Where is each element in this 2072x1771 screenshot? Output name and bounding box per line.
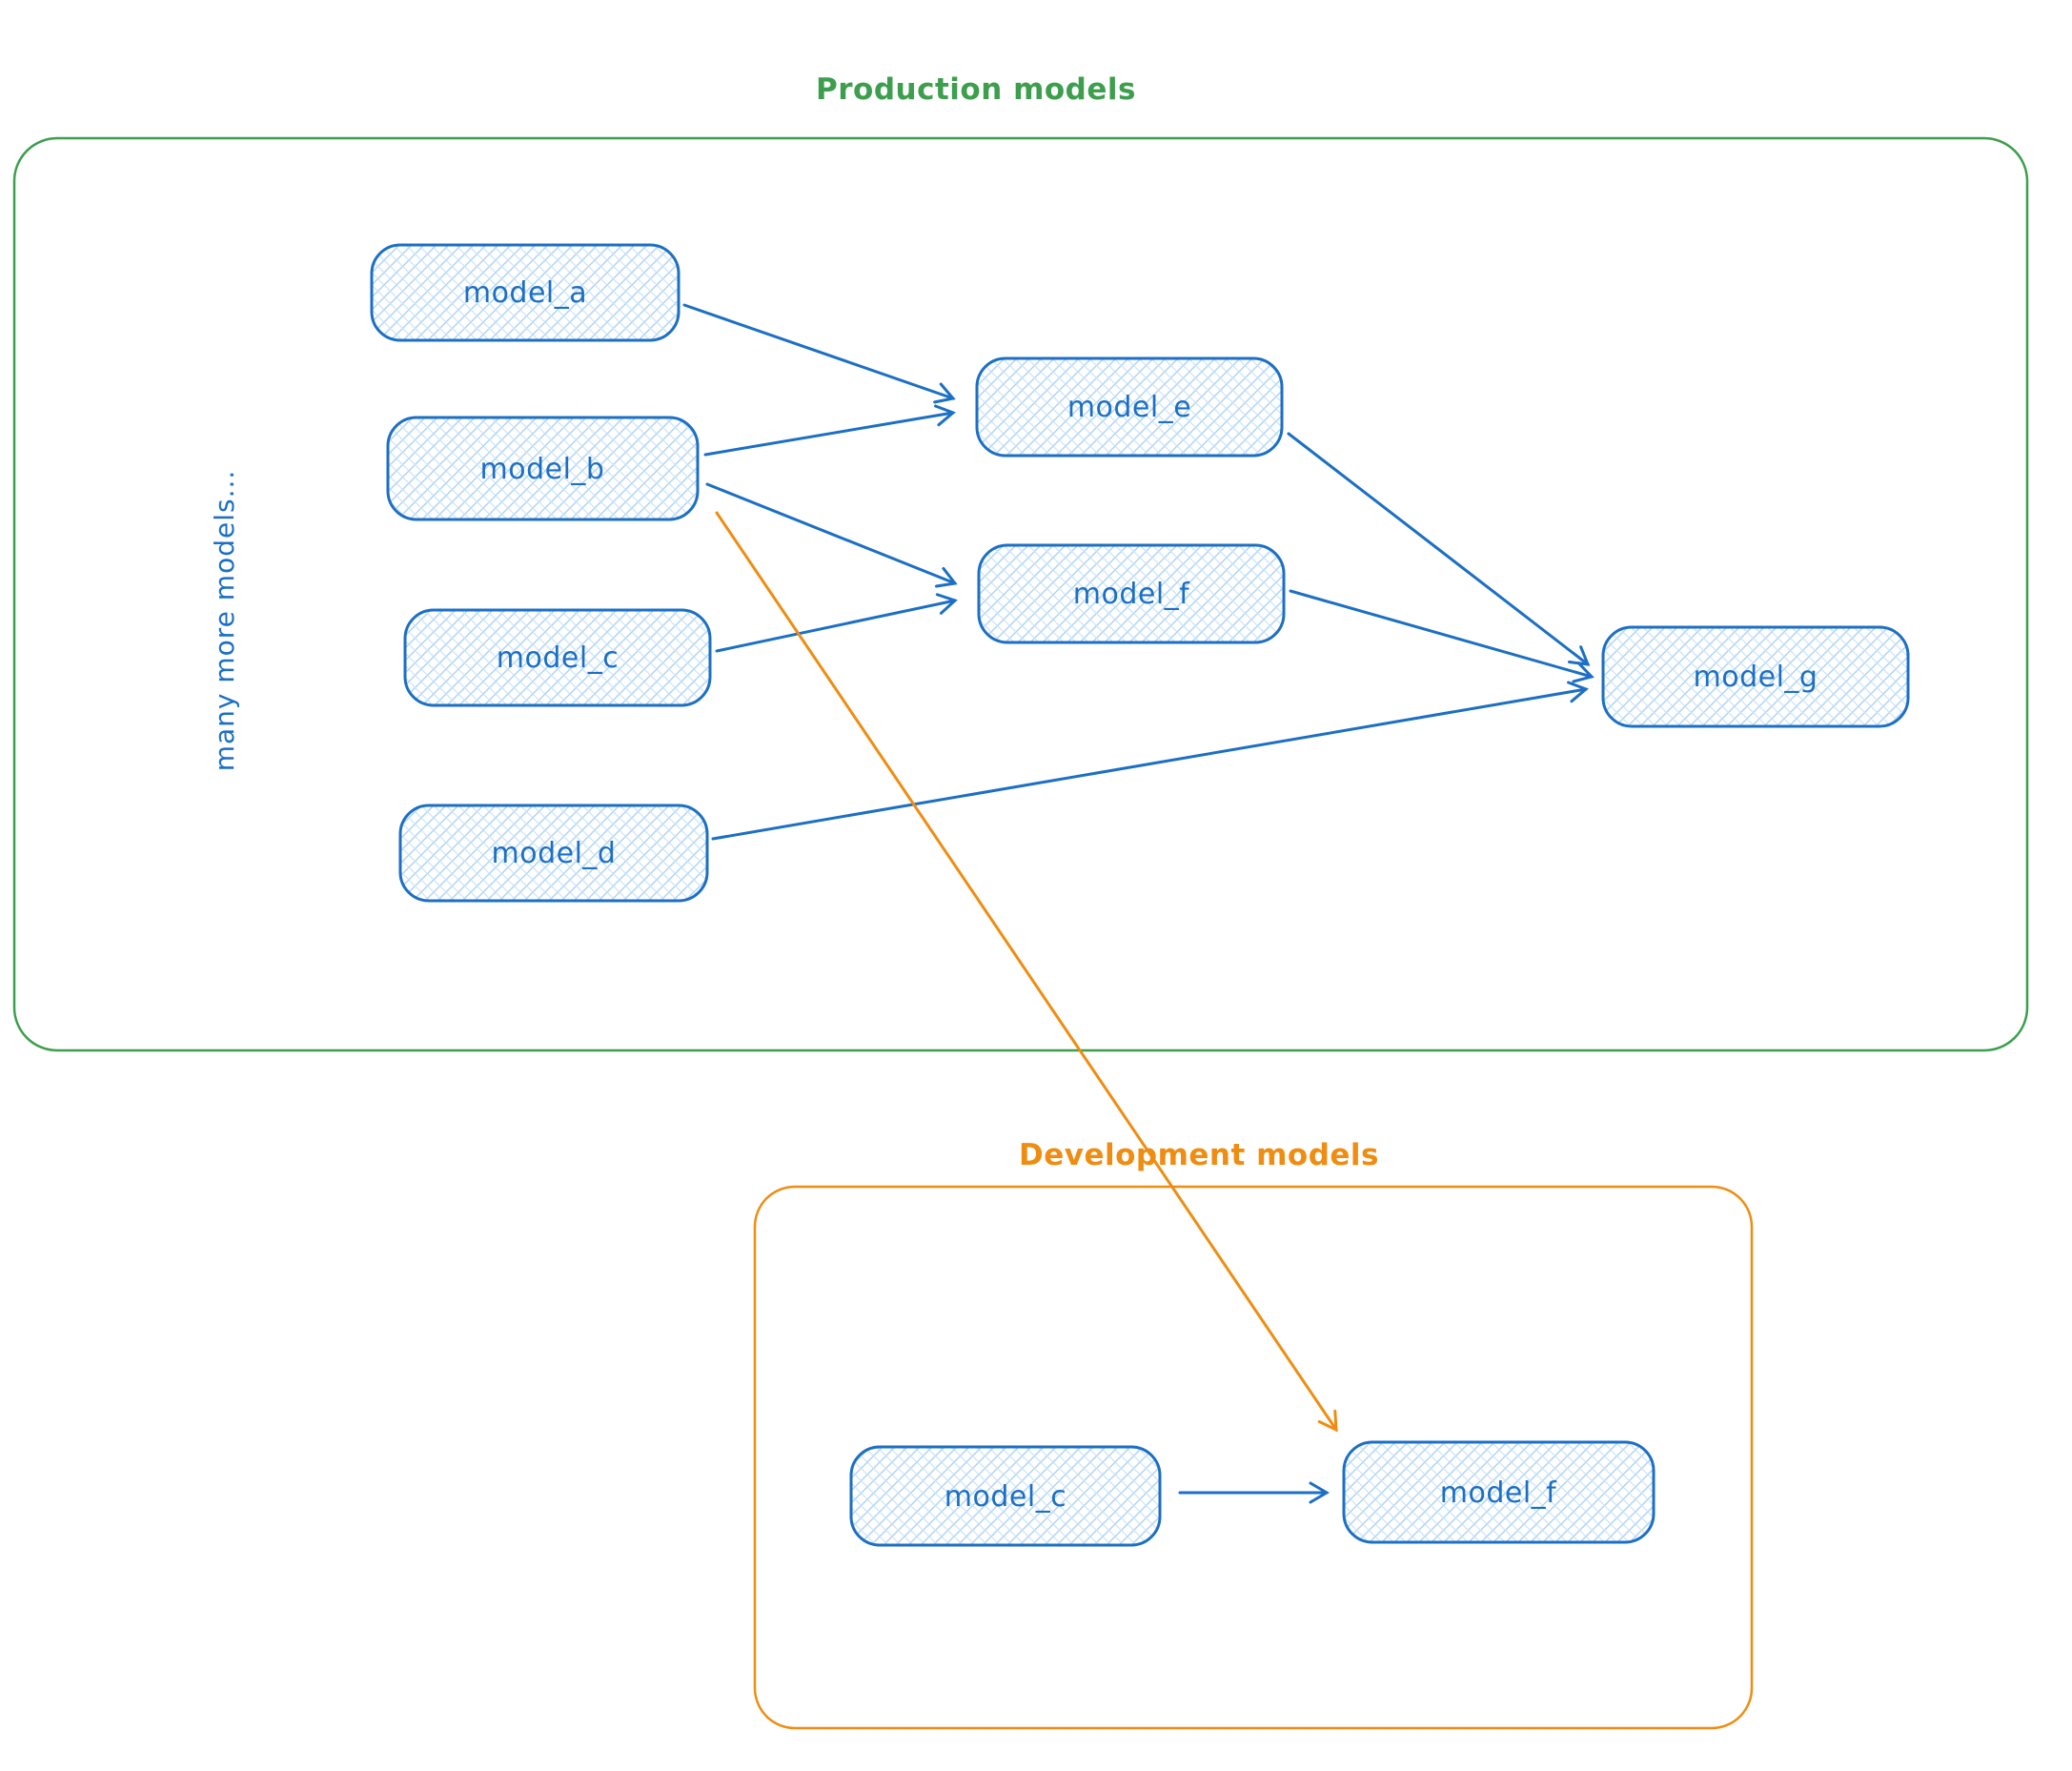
node-model-f-box <box>977 543 1286 644</box>
arrow-model-b-to-model-e <box>703 404 956 457</box>
node-model-b-label: model_b <box>480 453 605 486</box>
node-model-f-label: model_f <box>1073 578 1190 611</box>
arrow-model-c-to-model-f <box>715 593 958 653</box>
arrow-model-e-to-model-g <box>1287 432 1591 666</box>
development-title: Development models <box>1019 1138 1379 1172</box>
arrow-model-f-to-model-g <box>1289 589 1595 683</box>
arrow-model-b-to-model-f <box>705 482 958 588</box>
node-model-e-box <box>975 356 1284 458</box>
node-dev-model-f: model_f <box>1342 1440 1656 1544</box>
node-model-c-label: model_c <box>497 641 619 675</box>
development-container <box>753 1185 1754 1730</box>
node-model-g-label: model_g <box>1694 661 1818 694</box>
node-model-f: model_f <box>977 543 1286 644</box>
node-model-a: model_a <box>370 243 681 342</box>
node-dev-model-f-box <box>1342 1440 1656 1544</box>
node-model-d-box <box>398 804 709 903</box>
node-model-g: model_g <box>1601 625 1910 728</box>
arrow-model-a-to-model-e <box>682 303 956 404</box>
node-model-c-box <box>403 608 712 707</box>
node-model-a-label: model_a <box>463 276 587 310</box>
arrow-model-d-to-model-g <box>711 681 1589 841</box>
node-model-b: model_b <box>386 416 700 521</box>
node-model-e: model_e <box>975 356 1284 458</box>
node-dev-model-c: model_c <box>849 1445 1162 1547</box>
node-model-a-box <box>370 243 681 342</box>
node-model-d-label: model_d <box>492 837 617 870</box>
arrow-model-b-to-dev-model-f <box>715 511 1338 1433</box>
production-container <box>12 136 2029 1052</box>
node-dev-model-c-label: model_c <box>945 1480 1066 1514</box>
node-dev-model-f-label: model_f <box>1440 1476 1557 1510</box>
node-model-b-box <box>386 416 700 521</box>
many-more-models-label: many more models... <box>209 470 240 772</box>
node-dev-model-c-box <box>849 1445 1162 1547</box>
node-model-g-box <box>1601 625 1910 728</box>
node-model-c: model_c <box>403 608 712 707</box>
node-model-e-label: model_e <box>1067 391 1191 424</box>
node-model-d: model_d <box>398 804 709 903</box>
production-title: Production models <box>816 72 1136 107</box>
